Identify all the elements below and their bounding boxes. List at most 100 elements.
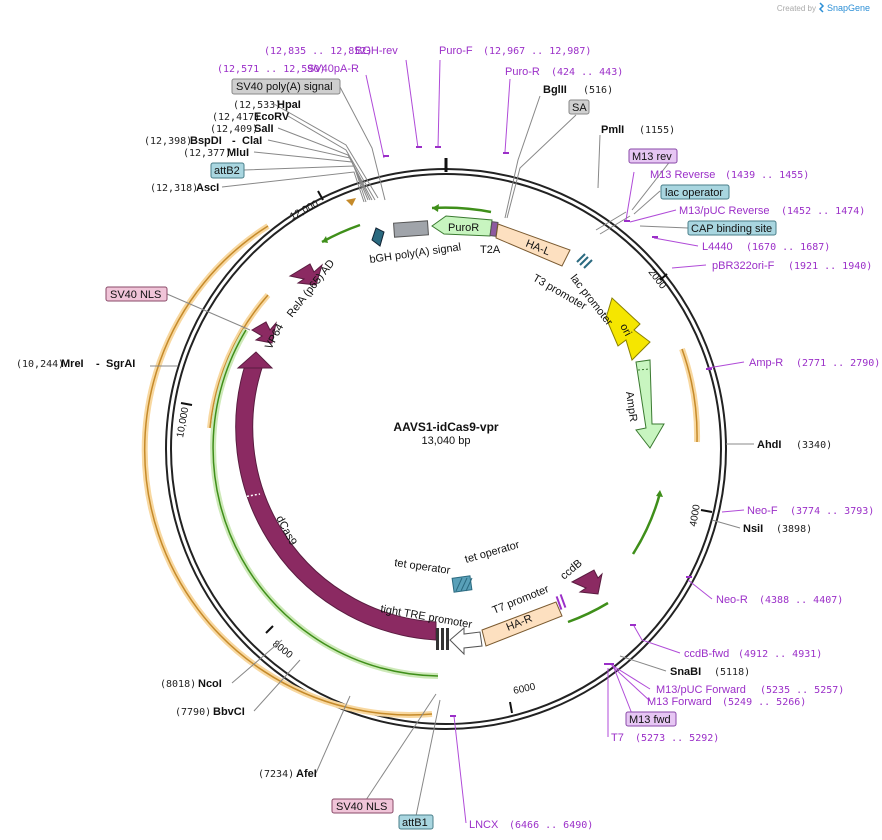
lac-operator-label: lac operator xyxy=(665,187,723,199)
m13-fwd-box-label: M13 fwd xyxy=(629,714,671,726)
l4440-pos: (1670 .. 1687) xyxy=(746,242,830,253)
puro-f-name[interactable]: Puro-F xyxy=(439,45,473,57)
bbvc1-name[interactable]: BbvCI xyxy=(213,706,245,718)
orf-arc-green-puro-arrow xyxy=(432,204,439,212)
har-feature[interactable] xyxy=(481,601,563,647)
m13-forward-name[interactable]: M13 Forward xyxy=(647,696,712,708)
tet-operator-mark xyxy=(451,575,473,593)
amp-r-name[interactable]: Amp-R xyxy=(749,357,783,369)
dcas9-feature[interactable] xyxy=(235,361,437,641)
dcas9-divider xyxy=(242,493,261,498)
afe1-name[interactable]: AfeI xyxy=(296,768,317,780)
ccdb-fwd-name[interactable]: ccdB-fwd xyxy=(684,648,729,660)
ori-feature[interactable] xyxy=(605,297,651,361)
orf-arc-green-top xyxy=(321,223,361,244)
vp64-feature[interactable] xyxy=(251,321,277,344)
m13-reverse-name[interactable]: M13 Reverse xyxy=(650,169,715,181)
ahd1-name[interactable]: AhdI xyxy=(757,439,781,451)
cla1-name[interactable]: ClaI xyxy=(242,135,262,147)
lac-operator-box[interactable] xyxy=(660,184,730,200)
neo-f-name[interactable]: Neo-F xyxy=(747,505,778,517)
hal-feature[interactable] xyxy=(495,223,571,267)
plasmid-name: AAVS1-idCas9-vpr xyxy=(393,420,498,434)
t7-pos: (5273 .. 5292) xyxy=(635,733,719,744)
sv40-nls-bottom-box[interactable] xyxy=(331,798,394,814)
attb1-box[interactable] xyxy=(398,814,434,830)
asc1-name[interactable]: AscI xyxy=(196,182,219,194)
label-ampr: AmpR xyxy=(623,391,639,423)
tre-marks xyxy=(436,628,449,650)
leader-lines xyxy=(150,59,754,824)
hpa1-name[interactable]: HpaI xyxy=(277,99,301,111)
backbone-inner xyxy=(170,173,722,725)
bgh-rev-name[interactable]: BGH-rev xyxy=(355,45,398,57)
sal1-name[interactable]: SalI xyxy=(254,123,274,135)
lac-promoter-marks xyxy=(576,211,631,269)
pbr322ori-name[interactable]: pBR322ori-F xyxy=(712,260,775,272)
label-t2a: T2A xyxy=(480,244,501,256)
orf-arc-green-neo xyxy=(631,492,662,555)
puro-r-pos: (424 .. 443) xyxy=(551,67,623,78)
bspd1-sep: - xyxy=(232,135,236,147)
t7-name[interactable]: T7 xyxy=(611,732,624,744)
sv40-polya-box-label: SV40 poly(A) signal xyxy=(236,81,333,93)
orf-arcs xyxy=(141,198,701,718)
m13-fwd-box[interactable] xyxy=(625,711,677,727)
m13puc-forward-name[interactable]: M13/pUC Forward xyxy=(656,684,746,696)
puro-r-name[interactable]: Puro-R xyxy=(505,66,540,78)
tick-label-2000: 2000 xyxy=(646,267,669,292)
ecorv-name[interactable]: EcoRV xyxy=(254,111,290,123)
har-marks xyxy=(555,594,567,610)
ccdb-feature[interactable] xyxy=(570,569,603,595)
sa-box[interactable] xyxy=(568,99,590,115)
bgl2-pos: (516) xyxy=(583,85,613,96)
pbr322ori-pos: (1921 .. 1940) xyxy=(788,261,872,272)
t7-promoter-feature[interactable] xyxy=(449,626,483,656)
bgl2-name[interactable]: BglII xyxy=(543,84,567,96)
orf-arc-green-puro xyxy=(431,206,492,214)
snab1-name[interactable]: SnaBI xyxy=(670,666,701,678)
attb1-box-label: attB1 xyxy=(402,817,428,829)
cap-binding-box[interactable] xyxy=(687,220,777,236)
tick-6000 xyxy=(509,701,513,714)
sgra1-name[interactable]: SgrAI xyxy=(106,358,135,370)
tick-label-12000: 12,000 xyxy=(288,198,321,222)
tick-10000 xyxy=(180,402,193,406)
neo-r-name[interactable]: Neo-R xyxy=(716,594,748,606)
created-by-text: Created by xyxy=(777,4,816,13)
l4440-name[interactable]: L4440 xyxy=(702,241,733,253)
mre1-pos: (10,244) xyxy=(16,359,64,370)
label-puror: PuroR xyxy=(448,222,479,234)
pml1-name[interactable]: PmlI xyxy=(601,124,624,136)
attb2-box[interactable] xyxy=(210,162,245,179)
ahd1-pos: (3340) xyxy=(796,440,832,451)
sv40-nls-left-label: SV40 NLS xyxy=(110,289,161,301)
snab1-pos: (5118) xyxy=(714,667,750,678)
sv40-nls-left-box[interactable] xyxy=(105,286,168,302)
bgh-rev-pos: (12,835 .. 12,852) xyxy=(264,46,372,57)
sv40-polya-box[interactable] xyxy=(231,78,341,95)
m13puc-reverse-name[interactable]: M13/pUC Reverse xyxy=(679,205,769,217)
ecorv-pos: (12,417) xyxy=(212,112,260,123)
lncx-name[interactable]: LNCX xyxy=(469,819,499,831)
nco1-name[interactable]: NcoI xyxy=(198,678,222,690)
bgh-polya-feature[interactable] xyxy=(393,220,429,238)
nco1-pos: (8018) xyxy=(160,679,196,690)
tick-label-10000: 10,000 xyxy=(175,406,191,438)
label-tet1: tet operator xyxy=(394,557,452,577)
sv40pa-r-name[interactable]: SV40pA-R xyxy=(307,63,359,75)
m13-rev-box[interactable] xyxy=(628,148,678,164)
rela-feature[interactable] xyxy=(288,263,323,286)
sal1-pos: (12,409) xyxy=(210,124,258,135)
cap-binding-label: CAP binding site xyxy=(691,223,772,235)
ampr-feature[interactable] xyxy=(635,359,665,449)
nsi1-pos: (3898) xyxy=(776,524,812,535)
bspd1-name[interactable]: BspDI xyxy=(190,135,222,147)
nsi1-name[interactable]: NsiI xyxy=(743,523,763,535)
orf-arc-orange-amp xyxy=(681,348,698,443)
mlu1-name[interactable]: MluI xyxy=(227,147,249,159)
mre1-name[interactable]: MreI xyxy=(61,358,84,370)
orf-arc-orange-outer xyxy=(143,225,433,716)
amp-r-pos: (2771 .. 2790) xyxy=(796,358,880,369)
